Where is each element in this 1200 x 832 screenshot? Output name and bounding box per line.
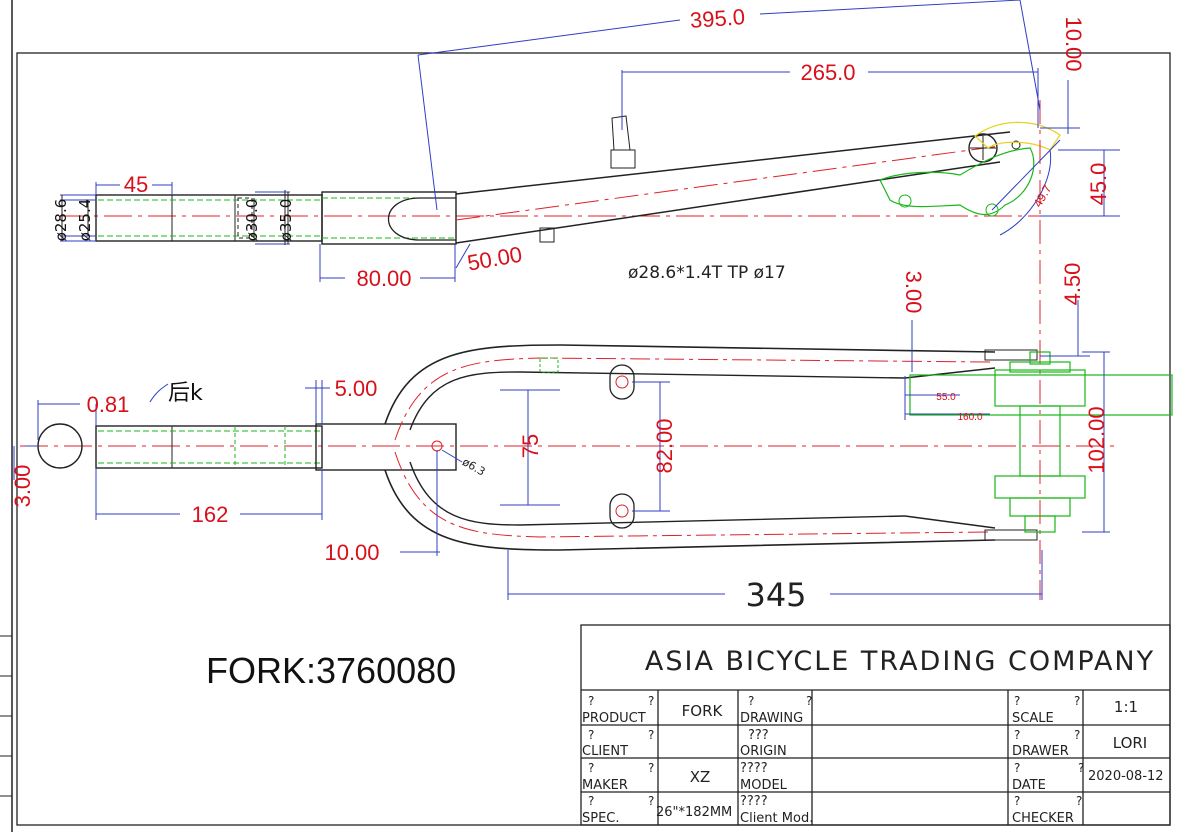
dim-82-00: 82.00 xyxy=(652,418,677,473)
dim-160-0: 160.0 xyxy=(957,412,982,423)
dim-28-6: ø28.6 xyxy=(52,199,70,242)
q-mark: ? xyxy=(1014,794,1020,808)
frame-lines xyxy=(0,0,1171,832)
client-mod-q: ???? xyxy=(740,794,768,809)
q-mark: ? xyxy=(588,728,594,742)
q-mark: ? xyxy=(1014,728,1020,742)
part-number-label: FORK:3760080 xyxy=(206,650,457,691)
dim-345: 345 xyxy=(745,576,806,614)
dim-4-50: 4.50 xyxy=(1060,263,1085,306)
dim-5-00: 5.00 xyxy=(335,376,378,401)
maker-value: XZ xyxy=(690,768,711,786)
maker-label: MAKER xyxy=(582,778,628,793)
q-mark: ? xyxy=(748,694,754,708)
dim-35-0: ø35.0 xyxy=(277,199,295,242)
product-label: PRODUCT xyxy=(582,711,646,726)
title-block: ASIA BICYCLE TRADING COMPANY ? ? PRODUCT… xyxy=(580,624,1171,826)
dim-102-00: 102.00 xyxy=(1084,406,1109,473)
q-mark: ? xyxy=(648,761,654,775)
checker-label: CHECKER xyxy=(1012,811,1074,826)
client-label: CLIENT xyxy=(582,744,628,759)
dim-10-00-bottom: 10.00 xyxy=(324,540,379,565)
fork-top-view: 395.0 265.0 10.00 45.0 49.7 45 ø28.6 ø25… xyxy=(52,0,1120,600)
angle-label: 49.7 xyxy=(1031,182,1055,210)
q-mark: ? xyxy=(648,794,654,808)
q-mark: ? xyxy=(1074,694,1080,708)
spec-label: SPEC. xyxy=(582,811,620,826)
dim-25-4: ø25.4 xyxy=(76,199,94,242)
dim-45-0: 45.0 xyxy=(1086,163,1111,206)
dim-6-3: ø6.3 xyxy=(460,455,487,478)
dim-265: 265.0 xyxy=(800,60,855,85)
date-label: DATE xyxy=(1012,778,1046,793)
dim-0-81: 0.81 xyxy=(87,392,130,417)
spec-value: 26"*182MM xyxy=(656,805,732,820)
q-mark: ? xyxy=(648,728,654,742)
product-value: FORK xyxy=(682,702,724,720)
date-value: 2020-08-12 xyxy=(1088,769,1164,784)
company-name: ASIA BICYCLE TRADING COMPANY xyxy=(645,646,1155,677)
q-mark: ? xyxy=(1014,694,1020,708)
origin-label: ORIGIN xyxy=(740,744,787,759)
q-mark: ? xyxy=(588,761,594,775)
dim-10-00-top: 10.00 xyxy=(1061,16,1086,71)
drawer-value: LORI xyxy=(1113,734,1147,752)
q-mark: ? xyxy=(1076,794,1082,808)
drawer-label: DRAWER xyxy=(1012,744,1069,759)
dim-162: 162 xyxy=(192,502,229,527)
q-mark: ? xyxy=(1014,761,1020,775)
dim-50-00: 50.00 xyxy=(465,242,524,276)
client-mod-label: Client Mod. xyxy=(740,811,813,826)
dim-45: 45 xyxy=(124,172,148,197)
dim-30-0: ø30.0 xyxy=(243,199,261,242)
scale-label: SCALE xyxy=(1012,711,1054,726)
dim-3-00-left: 3.00 xyxy=(10,465,35,508)
drawing-label: DRAWING xyxy=(740,711,803,726)
rear-k-note: 后k xyxy=(168,381,203,406)
q-mark: ? xyxy=(1074,728,1080,742)
dim-80-00: 80.00 xyxy=(356,266,411,291)
dim-75: 75 xyxy=(518,434,543,458)
dim-3-00-mid: 3.00 xyxy=(901,271,926,314)
q-mark: ? xyxy=(806,694,812,708)
dim-395: 395.0 xyxy=(689,4,746,33)
model-q: ???? xyxy=(740,761,768,776)
model-label: MODEL xyxy=(740,778,788,793)
q-mark: ? xyxy=(1078,761,1084,775)
origin-q: ??? xyxy=(748,728,769,743)
scale-value: 1:1 xyxy=(1114,698,1138,716)
q-mark: ? xyxy=(648,694,654,708)
q-mark: ? xyxy=(588,794,594,808)
fork-front-view: 0.81 后k 5.00 3.00 162 10.00 ø6.3 75 82.0… xyxy=(10,263,1173,614)
q-mark: ? xyxy=(588,694,594,708)
tube-note: ø28.6*1.4T TP ø17 xyxy=(628,263,786,283)
dim-55-0: 55.0 xyxy=(936,392,956,403)
